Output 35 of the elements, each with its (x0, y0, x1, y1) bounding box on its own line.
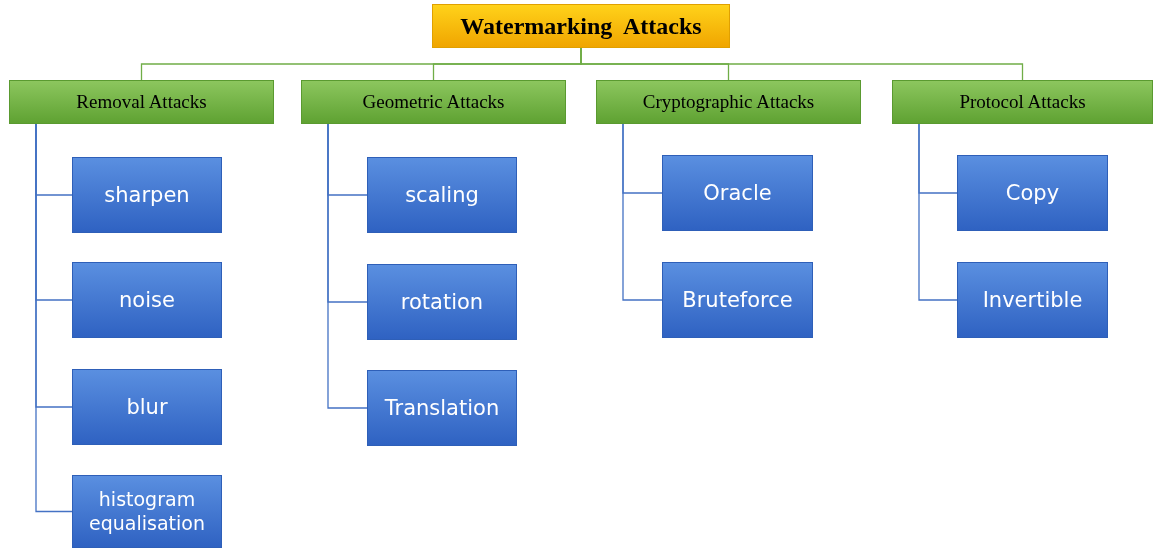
attack-box (72, 157, 222, 233)
node-label: sharpen (104, 181, 190, 209)
connector-line (622, 123, 663, 301)
node-label: Oracle (703, 179, 772, 207)
title-box (432, 4, 730, 48)
node-label: histogram equalisation (88, 487, 206, 536)
attack-box (367, 157, 517, 233)
attack-box (957, 262, 1108, 338)
attack-box (72, 475, 222, 548)
node-label: Geometric Attacks (362, 91, 505, 113)
category-box (596, 80, 861, 124)
node-label: Translation (384, 394, 500, 422)
attack-box (72, 369, 222, 445)
category-box (9, 80, 274, 124)
node-label: scaling (405, 181, 479, 209)
node-label: Protocol Attacks (959, 91, 1086, 113)
connector-line (918, 123, 958, 301)
category-box (301, 80, 566, 124)
node-label: blur (126, 393, 168, 421)
node-label: Removal Attacks (76, 91, 207, 113)
connector-line (327, 123, 368, 409)
attack-box (367, 264, 517, 340)
node-label: Bruteforce (682, 286, 793, 314)
attack-box (662, 262, 813, 338)
attack-box (957, 155, 1108, 231)
node-label: Invertible (982, 286, 1083, 314)
node-label: Cryptographic Attacks (642, 91, 815, 113)
node-label: Copy (1005, 179, 1060, 207)
node-label: rotation (400, 288, 484, 316)
attack-box (367, 370, 517, 446)
category-box (892, 80, 1153, 124)
node-label: Watermarking Attacks (460, 12, 702, 40)
attack-box (72, 262, 222, 338)
attack-box (662, 155, 813, 231)
node-label: noise (119, 286, 175, 314)
